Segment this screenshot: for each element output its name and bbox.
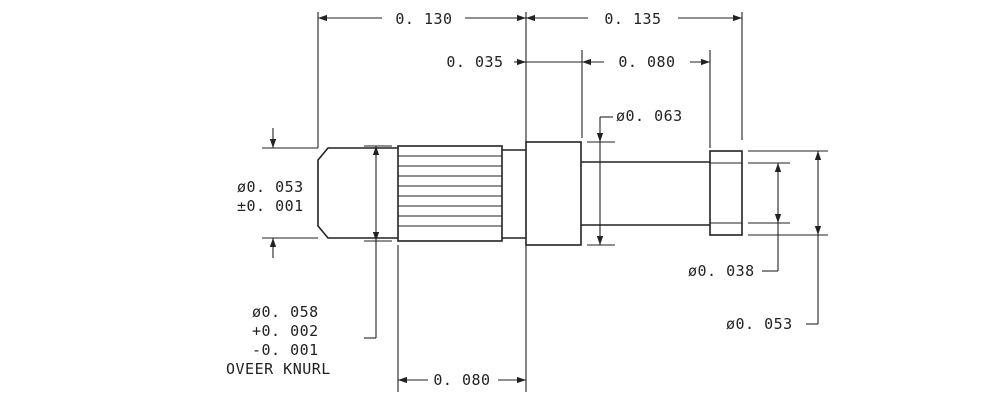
- dim-dia-0053-tip: ø0. 053 ±0. 001: [237, 128, 318, 258]
- dim-0080-pin-label: 0. 080: [618, 53, 675, 71]
- dim-dia-0053-tip-label-2: ±0. 001: [237, 197, 304, 215]
- dim-0135: 0. 135: [526, 10, 742, 28]
- extension-lines: [317, 12, 828, 392]
- dim-0080-pin: 0. 080: [582, 53, 710, 71]
- part-outline: [317, 141, 743, 246]
- dim-dia-0038: ø0. 038: [688, 163, 782, 280]
- dim-dia-0058-label-2: +0. 002: [252, 322, 319, 340]
- tip-section: [317, 147, 398, 239]
- dim-0035-label: 0. 035: [446, 53, 503, 71]
- dim-dia-0063-label: ø0. 063: [616, 107, 683, 125]
- dim-dia-0053-end: ø0. 053: [726, 151, 822, 333]
- dim-dia-0053-end-label: ø0. 053: [726, 315, 793, 333]
- dim-dia-0038-label: ø0. 038: [688, 262, 755, 280]
- end-collar: [709, 150, 743, 236]
- dim-dia-0058-label-4: OVEER KNURL: [226, 360, 331, 378]
- dim-dia-0058-label-1: ø0. 058: [252, 303, 319, 321]
- dim-dia-0058-knurl: ø0. 058 +0. 002 -0. 001 OVEER KNURL: [226, 145, 392, 378]
- dim-dia-0053-tip-label-1: ø0. 053: [237, 178, 304, 196]
- dim-0135-label: 0. 135: [604, 10, 661, 28]
- dim-0080-knurl-label: 0. 080: [433, 371, 490, 389]
- knurl-section: [397, 145, 503, 242]
- dim-0080-knurl: 0. 080: [398, 371, 526, 389]
- dim-dia-0063: ø0. 063: [596, 107, 683, 245]
- knurl-lines: [398, 155, 502, 227]
- collar-section: [525, 141, 582, 246]
- dim-dia-0058-label-3: -0. 001: [252, 341, 319, 359]
- dim-0035: 0. 035: [446, 53, 582, 71]
- dim-0130: 0. 130: [318, 10, 526, 28]
- dim-0130-label: 0. 130: [395, 10, 452, 28]
